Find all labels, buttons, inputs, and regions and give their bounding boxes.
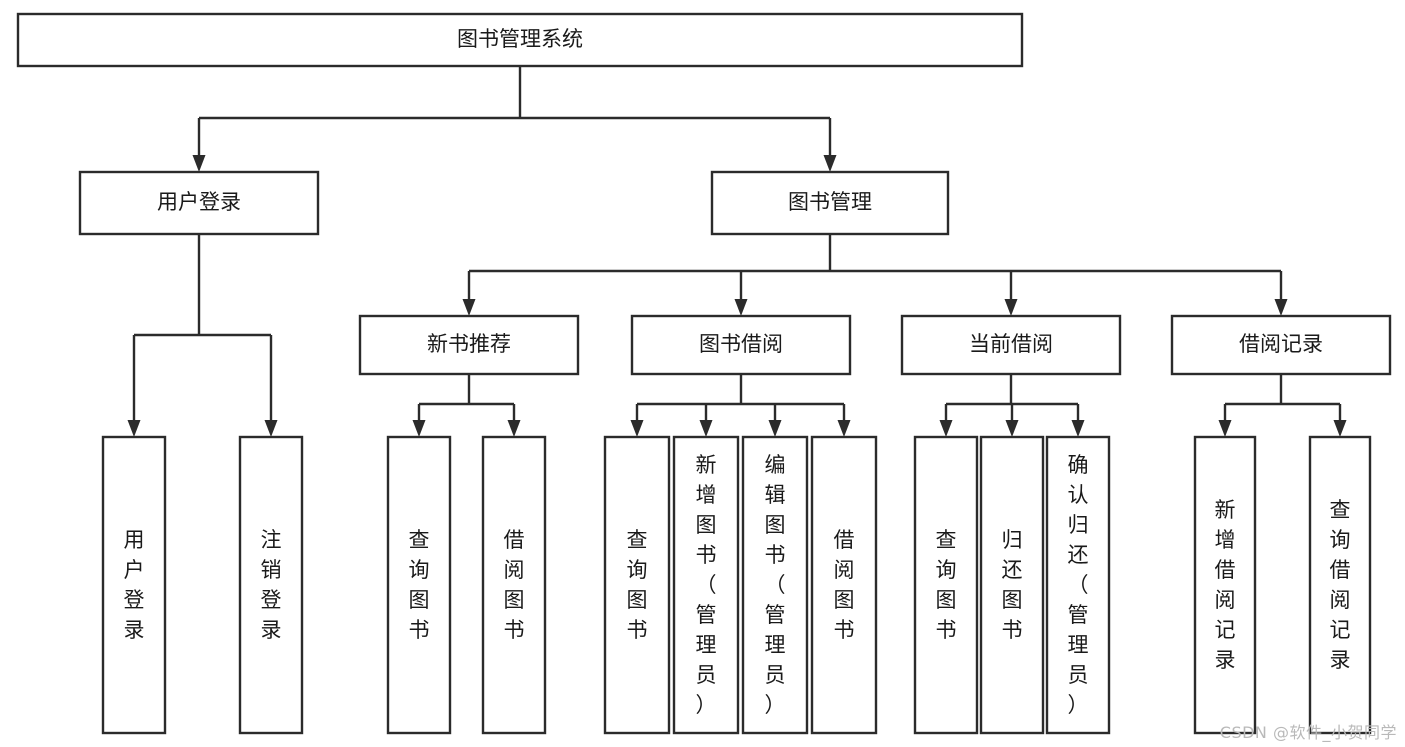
book-manage-arrow-1: [734, 299, 748, 316]
node-leaf-add-book-admin[interactable]: 新增图书（管理员）: [672, 435, 740, 735]
node-leaf-edit-book-admin[interactable]: 编辑图书（管理员）: [741, 435, 809, 735]
node-box-leaf-add-borrow-record[interactable]: [1193, 435, 1257, 735]
node-box-leaf-add-book-admin[interactable]: [672, 435, 740, 735]
book-manage-arrow-2: [1004, 299, 1018, 316]
node-leaf-logout[interactable]: 注销登录: [238, 435, 304, 735]
node-box-leaf-query-book-recommend[interactable]: [386, 435, 452, 735]
node-box-leaf-borrow-book-recommend[interactable]: [481, 435, 547, 735]
node-box-current-borrow[interactable]: [900, 314, 1122, 376]
node-box-borrow-record[interactable]: [1170, 314, 1392, 376]
root-arrow-0: [192, 155, 206, 172]
node-box-user-login[interactable]: [78, 170, 320, 236]
node-book-manage[interactable]: 图书管理: [710, 170, 950, 236]
node-label-leaf-logout: 注销登录: [261, 528, 282, 642]
node-layer: 图书管理系统用户登录图书管理新书推荐图书借阅当前借阅借阅记录用户登录注销登录查询…: [16, 12, 1392, 735]
node-leaf-query-book-recommend[interactable]: 查询图书: [386, 435, 452, 735]
node-leaf-return-book[interactable]: 归还图书: [979, 435, 1045, 735]
node-label-leaf-edit-book-admin: 编辑图书（管理员）: [765, 453, 786, 717]
node-box-book-borrow[interactable]: [630, 314, 852, 376]
node-label-current-borrow: 当前借阅: [969, 332, 1053, 356]
node-label-leaf-borrow-book: 借阅图书: [834, 528, 855, 642]
node-label-borrow-record: 借阅记录: [1239, 332, 1323, 356]
current-borrow-arrow-0: [939, 420, 953, 437]
node-borrow-record[interactable]: 借阅记录: [1170, 314, 1392, 376]
connector-layer: [127, 66, 1347, 437]
book-borrow-arrow-1: [699, 420, 713, 437]
node-box-leaf-query-borrow-record[interactable]: [1308, 435, 1372, 735]
node-label-leaf-add-borrow-record: 新增借阅记录: [1215, 498, 1236, 672]
node-box-book-manage[interactable]: [710, 170, 950, 236]
node-label-leaf-return-book: 归还图书: [1002, 528, 1023, 642]
node-new-book-recommend[interactable]: 新书推荐: [358, 314, 580, 376]
node-box-leaf-borrow-book[interactable]: [810, 435, 878, 735]
user-login-arrow-0: [127, 420, 141, 437]
new-book-recommend-arrow-0: [412, 420, 426, 437]
node-box-leaf-query-book-borrow[interactable]: [603, 435, 671, 735]
node-box-new-book-recommend[interactable]: [358, 314, 580, 376]
node-root[interactable]: 图书管理系统: [16, 12, 1024, 68]
node-label-book-borrow: 图书借阅: [699, 332, 783, 356]
root-arrow-1: [823, 155, 837, 172]
borrow-record-arrow-1: [1333, 420, 1347, 437]
borrow-record-arrow-0: [1218, 420, 1232, 437]
node-label-leaf-add-book-admin: 新增图书（管理员）: [696, 453, 717, 717]
book-borrow-arrow-2: [768, 420, 782, 437]
book-manage-arrow-3: [1274, 299, 1288, 316]
node-box-leaf-edit-book-admin[interactable]: [741, 435, 809, 735]
node-leaf-query-borrow-record[interactable]: 查询借阅记录: [1308, 435, 1372, 735]
node-box-leaf-confirm-return-admin[interactable]: [1045, 435, 1111, 735]
node-user-login[interactable]: 用户登录: [78, 170, 320, 236]
user-login-arrow-1: [264, 420, 278, 437]
current-borrow-arrow-2: [1071, 420, 1085, 437]
node-leaf-query-book-borrow[interactable]: 查询图书: [603, 435, 671, 735]
node-leaf-user-login[interactable]: 用户登录: [101, 435, 167, 735]
node-current-borrow[interactable]: 当前借阅: [900, 314, 1122, 376]
node-label-leaf-borrow-book-recommend: 借阅图书: [504, 528, 525, 642]
node-leaf-add-borrow-record[interactable]: 新增借阅记录: [1193, 435, 1257, 735]
node-label-root: 图书管理系统: [457, 27, 583, 51]
node-label-leaf-query-book-current: 查询图书: [936, 528, 957, 642]
node-label-leaf-query-book-borrow: 查询图书: [627, 528, 648, 642]
node-box-leaf-return-book[interactable]: [979, 435, 1045, 735]
book-borrow-arrow-0: [630, 420, 644, 437]
node-box-root[interactable]: [16, 12, 1024, 68]
node-label-leaf-query-book-recommend: 查询图书: [409, 528, 430, 642]
node-box-leaf-user-login[interactable]: [101, 435, 167, 735]
book-borrow-arrow-3: [837, 420, 851, 437]
node-box-leaf-logout[interactable]: [238, 435, 304, 735]
node-label-user-login: 用户登录: [157, 190, 241, 214]
node-label-book-manage: 图书管理: [788, 190, 872, 214]
node-label-new-book-recommend: 新书推荐: [427, 332, 511, 356]
node-leaf-confirm-return-admin[interactable]: 确认归还（管理员）: [1045, 435, 1111, 735]
node-leaf-borrow-book-recommend[interactable]: 借阅图书: [481, 435, 547, 735]
book-manage-arrow-0: [462, 299, 476, 316]
node-leaf-query-book-current[interactable]: 查询图书: [913, 435, 979, 735]
node-label-leaf-confirm-return-admin: 确认归还（管理员）: [1068, 453, 1089, 717]
node-box-leaf-query-book-current[interactable]: [913, 435, 979, 735]
node-label-leaf-user-login: 用户登录: [124, 528, 145, 642]
node-label-leaf-query-borrow-record: 查询借阅记录: [1330, 498, 1351, 672]
new-book-recommend-arrow-1: [507, 420, 521, 437]
node-book-borrow[interactable]: 图书借阅: [630, 314, 852, 376]
current-borrow-arrow-1: [1005, 420, 1019, 437]
node-leaf-borrow-book[interactable]: 借阅图书: [810, 435, 878, 735]
